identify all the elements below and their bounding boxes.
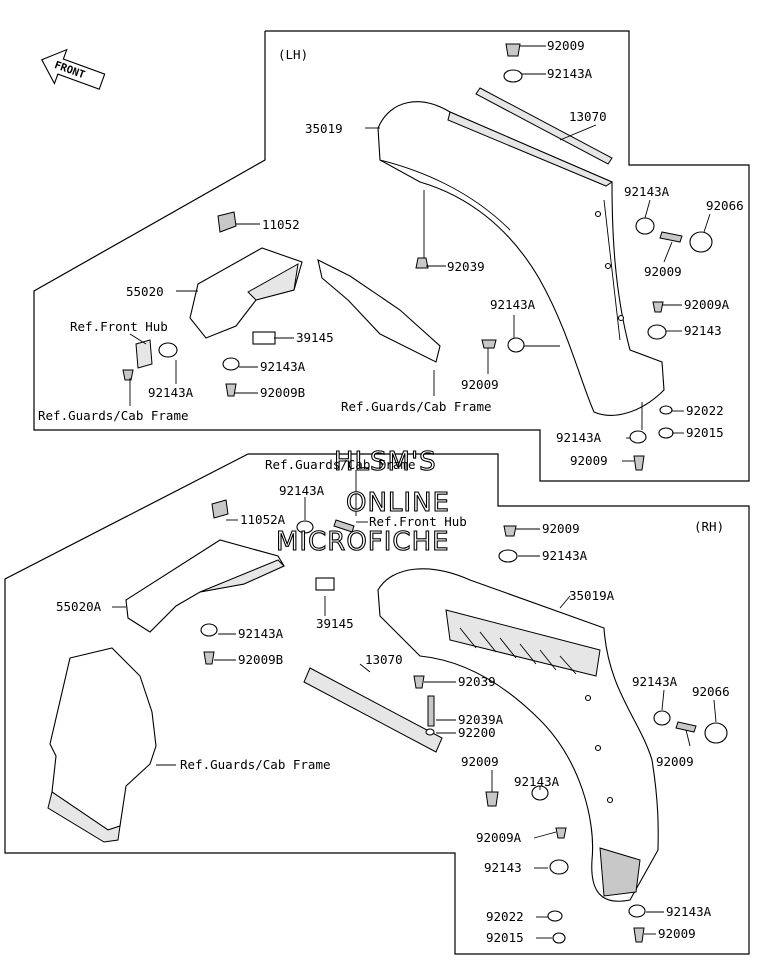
lh-fasteners — [122, 43, 713, 471]
label-92143A: 92143A — [514, 774, 560, 789]
lh-hub-tab — [135, 339, 153, 369]
label-11052: 11052 — [262, 217, 300, 232]
label-92009: 92009 — [658, 926, 696, 941]
front-arrow-icon — [41, 48, 106, 90]
label-92009: 92009 — [547, 38, 585, 53]
label-92009A: 92009A — [476, 830, 522, 845]
watermark-line-1: HLSM'S — [334, 447, 437, 477]
lh-leader-lines — [129, 45, 711, 462]
rh-cover-flange — [199, 559, 285, 593]
rh-strip-13070 — [303, 667, 443, 753]
label-55020A: 55020A — [56, 599, 102, 614]
lh-clip-39145 — [252, 331, 276, 345]
rh-side-label: (RH) — [694, 519, 724, 534]
label-92009B: 92009B — [238, 652, 283, 667]
label-92143A: 92143A — [547, 66, 593, 81]
label-92143A: 92143A — [666, 904, 712, 919]
label-92066: 92066 — [692, 684, 730, 699]
label-92009: 92009 — [542, 521, 580, 536]
ref-guards-label: Ref.Guards/Cab Frame — [180, 757, 331, 772]
lh-side-label: (LH) — [278, 47, 308, 62]
label-92039A: 92039A — [458, 712, 504, 727]
ref-guards-label: Ref.Guards/Cab Frame — [265, 457, 416, 472]
lh-grommet-hub — [158, 342, 178, 358]
label-39145: 39145 — [296, 330, 334, 345]
lh-bracket-11052 — [217, 211, 237, 233]
lh-section-frame — [33, 30, 750, 482]
label-92009: 92009 — [644, 264, 682, 279]
ref-front-hub-label: Ref.Front Hub — [369, 514, 467, 529]
label-92066: 92066 — [706, 198, 744, 213]
label-13070: 13070 — [365, 652, 403, 667]
label-55020: 55020 — [126, 284, 164, 299]
ref-guards-label: Ref.Guards/Cab Frame — [38, 408, 189, 423]
label-92143A: 92143A — [556, 430, 602, 445]
rh-section-frame — [4, 453, 750, 955]
rh-bracket-11052A — [211, 499, 229, 519]
rh-guard-plate — [49, 647, 157, 831]
label-11052A: 11052A — [240, 512, 286, 527]
label-92009: 92009 — [461, 754, 499, 769]
rh-clip-39145 — [315, 577, 335, 591]
watermark-line-2: ONLINE — [346, 488, 450, 518]
label-92143: 92143 — [484, 860, 522, 875]
label-92009: 92009 — [570, 453, 608, 468]
lh-strip-13070 — [475, 87, 613, 165]
lh-cover-55020 — [189, 247, 303, 339]
rh-guard-lower — [47, 791, 121, 843]
rh-leader-lines — [112, 470, 717, 939]
lh-guard-plate — [317, 258, 441, 363]
label-92143A: 92143A — [279, 483, 325, 498]
ref-guards-label: Ref.Guards/Cab Frame — [341, 399, 492, 414]
label-92143A: 92143A — [260, 359, 306, 374]
label-35019: 35019 — [305, 121, 343, 136]
label-92143A: 92143A — [624, 184, 670, 199]
ref-front-hub-label: Ref.Front Hub — [70, 319, 168, 334]
label-92143A: 92143A — [490, 297, 536, 312]
label-92009: 92009 — [656, 754, 694, 769]
label-92143A: 92143A — [632, 674, 678, 689]
label-92009: 92009 — [461, 377, 499, 392]
label-92015: 92015 — [686, 425, 724, 440]
label-92200: 92200 — [458, 725, 496, 740]
label-92022: 92022 — [486, 909, 524, 924]
watermark-line-3: MICROFICHE — [276, 527, 450, 557]
lh-cover-flange — [247, 263, 299, 301]
label-92143: 92143 — [684, 323, 722, 338]
label-92009B: 92009B — [260, 385, 305, 400]
label-92022: 92022 — [686, 403, 724, 418]
label-92143A: 92143A — [238, 626, 284, 641]
lh-fender-35019 — [377, 101, 665, 416]
rh-fender-35019A — [377, 568, 659, 902]
label-92039: 92039 — [458, 674, 496, 689]
label-35019A: 35019A — [569, 588, 615, 603]
label-92015: 92015 — [486, 930, 524, 945]
label-39145: 39145 — [316, 616, 354, 631]
label-13070: 13070 — [569, 109, 607, 124]
rh-fasteners — [200, 519, 728, 944]
label-92009A: 92009A — [684, 297, 730, 312]
label-92143A: 92143A — [148, 385, 194, 400]
label-92039: 92039 — [447, 259, 485, 274]
label-92143A: 92143A — [542, 548, 588, 563]
watermark: HLSM'S ONLINE MICROFICHE — [275, 446, 450, 557]
rh-cover-55020A — [125, 539, 285, 633]
